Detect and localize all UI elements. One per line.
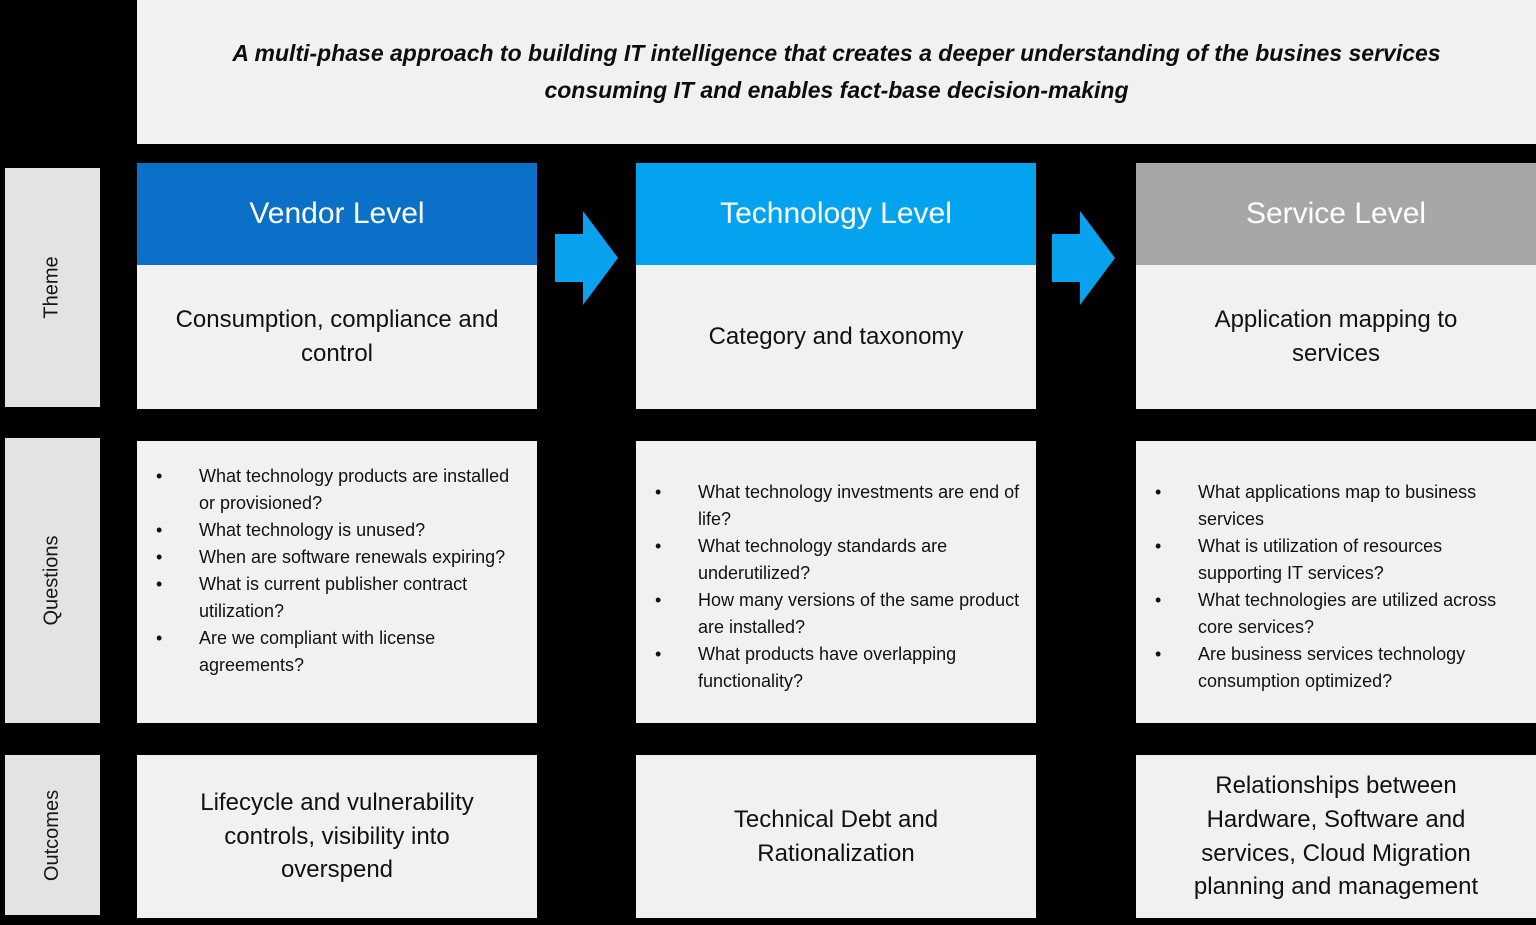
question-item: What applications map to business servic… [1152, 479, 1520, 533]
row-label-outcomes: Outcomes [5, 755, 100, 915]
question-item: When are software renewals expiring? [153, 544, 521, 571]
technology-outcomes-box: Technical Debt and Rationalization [636, 755, 1036, 918]
row-label-theme: Theme [5, 168, 100, 407]
question-item: What technology is unused? [153, 517, 521, 544]
technology-theme-panel: Category and taxonomy [636, 265, 1036, 409]
vendor-questions-list: What technology products are installed o… [153, 463, 521, 679]
service-theme-panel: Application mapping to services [1136, 265, 1536, 409]
question-item: How many versions of the same product ar… [652, 587, 1020, 641]
right-arrow-icon [555, 211, 618, 305]
vendor-outcomes-box: Lifecycle and vulnerability controls, vi… [137, 755, 537, 918]
question-item: What technology products are installed o… [153, 463, 521, 517]
technology-questions-box: What technology investments are end of l… [636, 441, 1036, 723]
technology-questions-list: What technology investments are end of l… [652, 479, 1020, 695]
technology-level-header: Technology Level [636, 163, 1036, 265]
question-item: Are business services technology consump… [1152, 641, 1520, 695]
question-item: What technology investments are end of l… [652, 479, 1020, 533]
right-arrow-icon [1052, 211, 1115, 305]
service-outcomes-box: Relationships between Hardware, Software… [1136, 755, 1536, 918]
service-level-header: Service Level [1136, 163, 1536, 265]
row-label-questions: Questions [5, 438, 100, 723]
row-label-outcomes-text: Outcomes [41, 789, 63, 881]
service-questions-box: What applications map to business servic… [1136, 441, 1536, 723]
row-label-questions-text: Questions [41, 535, 63, 626]
row-label-theme-text: Theme [41, 256, 63, 319]
question-item: What is utilization of resources support… [1152, 533, 1520, 587]
question-item: What technology standards are underutili… [652, 533, 1020, 587]
question-item: Are we compliant with license agreements… [153, 625, 521, 679]
question-item: What technologies are utilized across co… [1152, 587, 1520, 641]
question-item: What is current publisher contract utili… [153, 571, 521, 625]
vendor-level-header: Vendor Level [137, 163, 537, 265]
service-questions-list: What applications map to business servic… [1152, 479, 1520, 695]
vendor-theme-panel: Consumption, compliance and control [137, 265, 537, 409]
title-band: A multi-phase approach to building IT in… [137, 0, 1536, 144]
question-item: What products have overlapping functiona… [652, 641, 1020, 695]
slide-title: A multi-phase approach to building IT in… [232, 40, 1441, 103]
vendor-questions-box: What technology products are installed o… [137, 441, 537, 723]
